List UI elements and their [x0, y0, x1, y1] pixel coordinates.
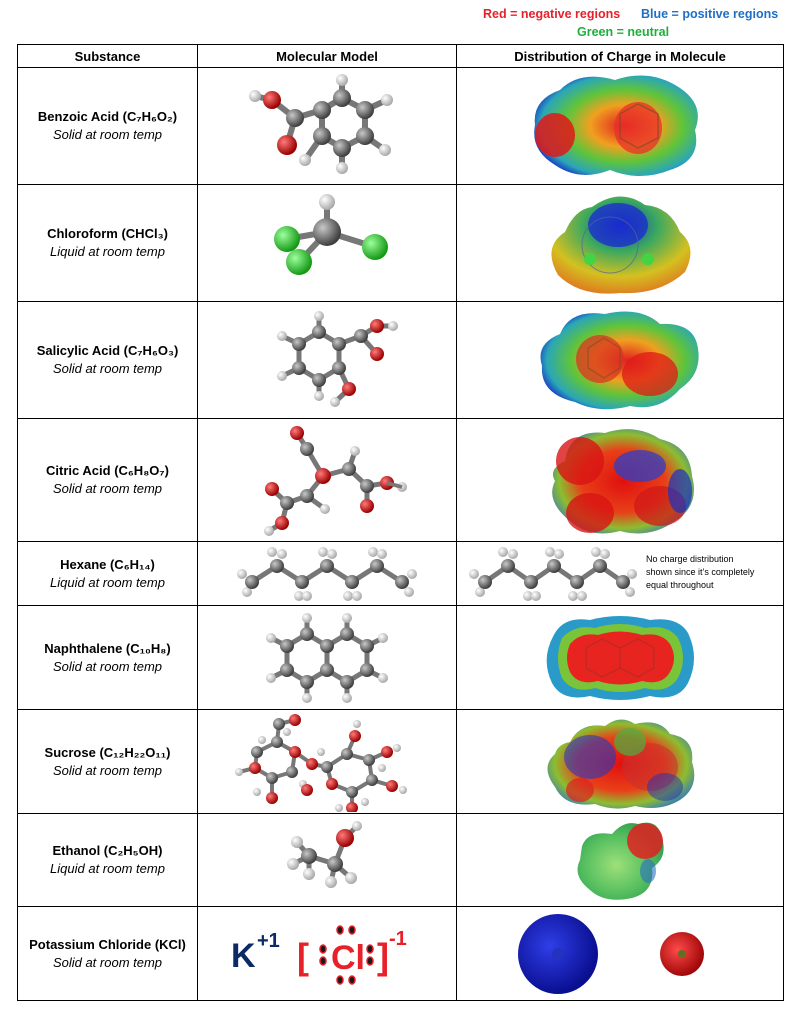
substance-cell: Sucrose (C₁₂H₂₂O₁₁) Solid at room temp	[17, 709, 198, 814]
table-row: Potassium Chloride (KCl) Solid at room t…	[17, 906, 784, 1001]
kcl-lewis-structure: K +1 [ Cl ] -1	[231, 924, 407, 985]
table-row: Benzoic Acid (C₇H₆O₂) Solid at room temp	[17, 67, 784, 185]
hexane-note-line-1: No charge distribution	[646, 554, 734, 564]
ethanol-charge-map	[577, 822, 664, 900]
substance-name: Citric Acid (C₆H₈O₇)	[46, 463, 169, 478]
charge-distribution-cell	[456, 813, 784, 907]
substance-cell: Hexane (C₆H₁₄) Liquid at room temp	[17, 541, 198, 606]
table-row: Citric Acid (C₆H₈O₇) Solid at room temp	[17, 418, 784, 542]
substance-name: Hexane (C₆H₁₄)	[60, 556, 155, 572]
substance-cell: Citric Acid (C₆H₈O₇) Solid at room temp	[17, 418, 198, 542]
substance-cell: Salicylic Acid (C₇H₆O₃) Solid at room te…	[17, 301, 198, 419]
substance-table: Substance Molecular Model Distribution o…	[17, 44, 784, 1001]
molecular-model-cell	[197, 67, 457, 185]
molecular-model-cell: K +1 [ Cl ] -1	[197, 906, 457, 1001]
substance-state: Solid at room temp	[52, 127, 163, 142]
table-row: Chloroform (CHCl₃) Liquid at room temp	[17, 184, 784, 302]
kcl-charge-map	[518, 913, 704, 994]
benzoic-acid-model	[249, 74, 393, 174]
hexane-note-line-2: shown since it’s completely	[646, 567, 755, 577]
molecular-model-cell	[197, 418, 457, 542]
chloroform-charge-map	[551, 196, 691, 294]
table-header-row: Substance Molecular Model Distribution o…	[17, 44, 784, 68]
substance-cell: Potassium Chloride (KCl) Solid at room t…	[17, 906, 198, 1001]
charge-distribution-cell	[456, 418, 784, 542]
substance-name: Salicylic Acid (C₇H₆O₃)	[36, 343, 179, 358]
substance-cell: Chloroform (CHCl₃) Liquid at room temp	[17, 184, 198, 302]
substance-state: Solid at room temp	[52, 954, 163, 970]
table-row: Ethanol (C₂H₅OH) Liquid at room temp	[17, 813, 784, 907]
substance-state: Solid at room temp	[52, 762, 163, 778]
naphthalene-model	[266, 612, 388, 703]
header-model: Molecular Model	[197, 44, 457, 68]
chloroform-model	[274, 194, 388, 275]
legend-positive: Blue = positive regions	[641, 7, 779, 21]
hexane-note-line-3: equal throughout	[646, 580, 714, 590]
cation-charge: +1	[257, 930, 280, 952]
legend: Red = negative regions Blue = positive r…	[0, 0, 803, 44]
header-substance: Substance	[17, 44, 198, 68]
molecular-model-cell	[197, 813, 457, 907]
cation-symbol: K	[231, 937, 256, 975]
legend-neutral: Green = neutral	[577, 25, 670, 39]
substance-cell: Benzoic Acid (C₇H₆O₂) Solid at room temp	[17, 67, 198, 185]
citric-acid-model	[264, 426, 407, 536]
substance-state: Solid at room temp	[52, 658, 163, 674]
charge-distribution-cell	[456, 709, 784, 814]
table-row: Sucrose (C₁₂H₂₂O₁₁) Solid at room temp	[17, 709, 784, 814]
naphthalene-charge-map	[546, 615, 694, 700]
left-bracket: [	[297, 936, 309, 977]
charge-distribution-cell	[456, 301, 784, 419]
substance-name: Potassium Chloride (KCl)	[29, 936, 186, 952]
substance-name: Ethanol (C₂H₅OH)	[52, 843, 163, 858]
anion-charge: -1	[389, 928, 407, 950]
substance-name: Naphthalene (C₁₀H₈)	[44, 640, 171, 656]
substance-state: Liquid at room temp	[50, 574, 165, 590]
table-row: Naphthalene (C₁₀H₈) Solid at room temp	[17, 605, 784, 710]
charge-distribution-cell	[456, 605, 784, 710]
table-row: Salicylic Acid (C₇H₆O₃) Solid at room te…	[17, 301, 784, 419]
salicylic-acid-model	[277, 311, 398, 407]
molecular-model-cell	[197, 301, 457, 419]
charge-distribution-cell: No charge distribution shown since it’s …	[456, 541, 784, 606]
substance-name: Sucrose (C₁₂H₂₂O₁₁)	[44, 744, 171, 760]
substance-state: Solid at room temp	[52, 481, 163, 496]
substance-state: Liquid at room temp	[50, 244, 165, 259]
charge-distribution-cell	[456, 184, 784, 302]
sucrose-model	[235, 713, 407, 812]
benzoic-acid-charge-map	[534, 75, 698, 176]
molecular-model-cell	[197, 541, 457, 606]
salicylic-acid-charge-map	[540, 311, 699, 410]
right-bracket: ]	[377, 936, 389, 977]
header-charge: Distribution of Charge in Molecule	[456, 44, 784, 68]
substance-name: Chloroform (CHCl₃)	[47, 226, 168, 241]
substance-state: Solid at room temp	[52, 361, 163, 376]
molecular-model-cell	[197, 184, 457, 302]
ethanol-model	[287, 821, 362, 888]
substance-cell: Ethanol (C₂H₅OH) Liquid at room temp	[17, 813, 198, 907]
sucrose-charge-map	[547, 718, 695, 809]
table-row: Hexane (C₆H₁₄) Liquid at room temp No ch…	[17, 541, 784, 606]
lone-pair-electrons	[319, 924, 374, 985]
charge-distribution-cell	[456, 67, 784, 185]
citric-acid-charge-map	[552, 429, 694, 534]
hexane-model	[237, 546, 417, 601]
substance-name: Benzoic Acid (C₇H₆O₂)	[37, 109, 178, 124]
charge-distribution-cell	[456, 906, 784, 1001]
hexane-charge-map: No charge distribution shown since it’s …	[469, 546, 755, 601]
substance-state: Liquid at room temp	[50, 861, 165, 876]
legend-negative: Red = negative regions	[483, 7, 621, 21]
anion-symbol: Cl	[331, 939, 365, 977]
molecular-model-cell	[197, 605, 457, 710]
molecular-model-cell	[197, 709, 457, 814]
substance-cell: Naphthalene (C₁₀H₈) Solid at room temp	[17, 605, 198, 710]
